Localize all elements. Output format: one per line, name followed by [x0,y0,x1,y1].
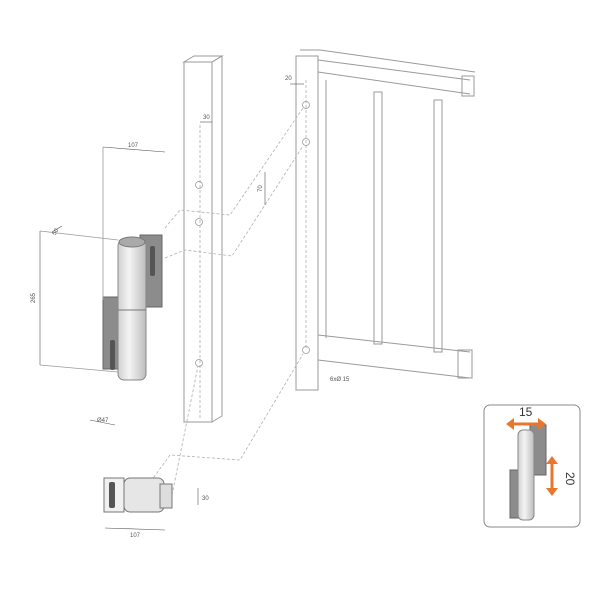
hinge-assembled [102,234,163,381]
frame-hole [302,346,310,354]
inset-vertical-value: 20 [563,472,577,486]
horizontal-adjust-arrow-icon [506,418,546,430]
gate-post [182,55,224,423]
frame-hole [302,138,310,146]
dim-hole-spacing: 70 [258,185,264,192]
dim-bottom-height: 30 [202,496,209,502]
post-hole [195,218,203,226]
dim-hinge-width: 107 [128,143,139,149]
vertical-adjust-arrow-icon [546,456,558,496]
hinge-top-view [103,477,173,513]
dim-bottom-width: 107 [130,533,141,539]
adjustment-inset: 15 20 [483,404,581,528]
inset-horizontal-value: 15 [519,405,533,419]
projection-lines [129,107,304,511]
dimension-lines [39,83,304,531]
dim-barrel-diameter: Ø47 [97,418,109,424]
post-hole [195,359,203,367]
frame-hole [302,101,310,109]
dim-leaf-offset: 50 [52,227,61,236]
dim-post-offset: 30 [203,115,210,121]
gate-frame [295,49,476,391]
dim-frame-offset: 20 [285,76,292,82]
dim-hinge-height: 265 [31,292,37,303]
post-hole [195,181,203,189]
dim-holes: 6xØ 15 [330,377,350,383]
